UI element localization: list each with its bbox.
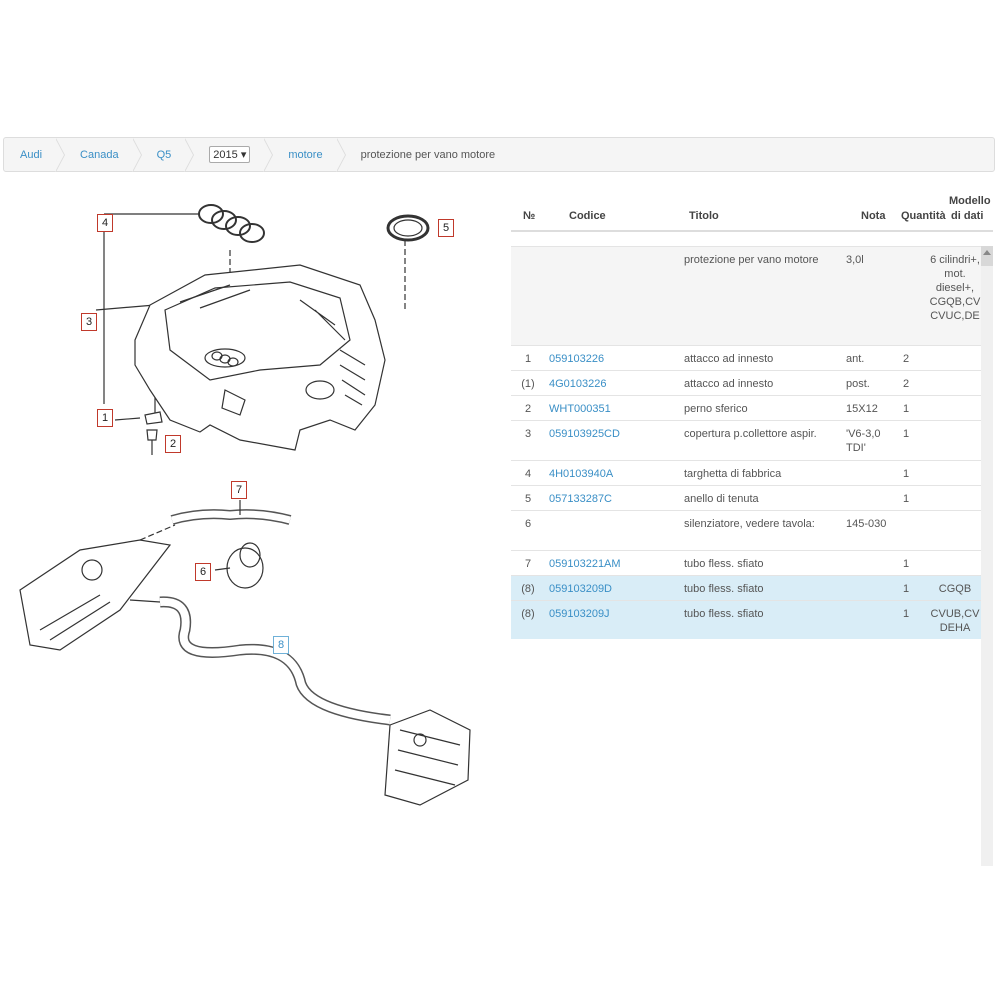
cell-no: 3	[524, 428, 532, 440]
header-code: Codice	[569, 210, 606, 222]
header-title: Titolo	[689, 210, 719, 222]
table-row[interactable]: protezione per vano motore 3,0l 6 cilind…	[511, 246, 981, 345]
table-row-selected[interactable]: (8) 059103209J tubo fless. sfiato 1 CVUB…	[511, 600, 981, 639]
engine-cover-illustration	[19, 204, 471, 806]
cell-qty: 1	[903, 608, 910, 620]
table-row[interactable]: 4 4H0103940A targhetta di fabbrica 1	[511, 460, 981, 485]
callout-3[interactable]: 3	[81, 313, 97, 331]
cell-title: targhetta di fabbrica	[684, 468, 782, 480]
scroll-up-icon[interactable]	[983, 250, 991, 255]
parts-diagram: 4 5 3 1 2 7 6 8	[0, 190, 500, 830]
cell-no: 5	[524, 493, 532, 505]
breadcrumb-market[interactable]: Canada	[64, 138, 142, 172]
cell-qty: 1	[903, 493, 910, 505]
callout-6[interactable]: 6	[195, 563, 211, 581]
cell-title: attacco ad innesto	[684, 378, 774, 390]
callout-5[interactable]: 5	[438, 219, 454, 237]
breadcrumb-current: protezione per vano motore	[360, 148, 496, 161]
cell-qty: 1	[903, 468, 910, 480]
table-row[interactable]: 5 057133287C anello di tenuta 1	[511, 485, 981, 510]
header-note: Nota	[861, 210, 886, 222]
header-qty: Quantità	[901, 210, 946, 222]
cell-note: 15X12	[846, 403, 878, 415]
cell-qty: 2	[903, 378, 910, 390]
table-scrollbar[interactable]	[981, 246, 993, 866]
cell-note: 'V6-3,0 TDI'	[846, 428, 881, 454]
cell-code[interactable]: 4G0103226	[549, 378, 607, 390]
cell-model: CGQB	[938, 583, 972, 595]
table-body: protezione per vano motore 3,0l 6 cilind…	[511, 246, 981, 639]
cell-title: tubo fless. sfiato	[684, 608, 764, 620]
cell-code[interactable]: 059103925CD	[549, 428, 620, 440]
cell-note: ant.	[846, 353, 865, 365]
breadcrumb-model[interactable]: Q5	[141, 138, 194, 172]
cell-note: 3,0l	[846, 254, 864, 266]
cell-title: protezione per vano motore	[684, 254, 819, 266]
cell-code[interactable]: 059103221AM	[549, 558, 621, 570]
header-model-line1: Modello	[949, 195, 991, 207]
cell-no: 7	[524, 558, 532, 570]
breadcrumb-section[interactable]: motore	[272, 138, 346, 172]
cell-qty: 1	[903, 428, 910, 440]
cell-no: 1	[524, 353, 532, 365]
cell-title: attacco ad innesto	[684, 353, 774, 365]
table-row[interactable]: 6 silenziatore, vedere tavola: 145-030	[511, 510, 981, 550]
cell-model: CVUB,CV DEHA	[930, 608, 980, 634]
table-header: № Codice Titolo Nota Quantità Modello di…	[511, 190, 993, 232]
cell-qty: 1	[903, 583, 910, 595]
table-row[interactable]: 2 WHT000351 perno sferico 15X12 1	[511, 395, 981, 420]
breadcrumb-year: 2015 ▾	[193, 138, 274, 172]
cell-note: post.	[846, 378, 870, 390]
callout-4[interactable]: 4	[97, 214, 113, 232]
cell-qty: 1	[903, 558, 910, 570]
cell-title: copertura p.collettore aspir.	[684, 428, 817, 440]
callout-8[interactable]: 8	[273, 636, 289, 654]
callout-2[interactable]: 2	[165, 435, 181, 453]
cell-title: silenziatore, vedere tavola:	[684, 518, 815, 530]
cell-code[interactable]: 059103209J	[549, 608, 610, 620]
cell-title: anello di tenuta	[684, 493, 759, 505]
callout-1[interactable]: 1	[97, 409, 113, 427]
cell-title: tubo fless. sfiato	[684, 558, 764, 570]
callout-7[interactable]: 7	[231, 481, 247, 499]
cell-no: (8)	[521, 608, 535, 620]
year-select[interactable]: 2015 ▾	[209, 146, 251, 163]
parts-table: № Codice Titolo Nota Quantità Modello di…	[511, 190, 993, 866]
table-row[interactable]: 7 059103221AM tubo fless. sfiato 1	[511, 550, 981, 575]
cell-title: perno sferico	[684, 403, 748, 415]
cell-note: 145-030	[846, 518, 887, 530]
table-row[interactable]: (1) 4G0103226 attacco ad innesto post. 2	[511, 370, 981, 395]
cell-code[interactable]: WHT000351	[549, 403, 611, 415]
cell-no: 6	[524, 518, 532, 530]
cell-code[interactable]: 4H0103940A	[549, 468, 614, 480]
cell-code[interactable]: 059103226	[549, 353, 605, 365]
table-row[interactable]: 3 059103925CD copertura p.collettore asp…	[511, 420, 981, 460]
cell-qty: 1	[903, 403, 910, 415]
cell-no: 2	[524, 403, 532, 415]
header-no: №	[523, 210, 536, 222]
cell-model: 6 cilindri+, mot. diesel+, CGQB,CV CVUC,…	[929, 254, 981, 322]
header-model-line2: di dati	[951, 210, 984, 222]
chevron-down-icon: ▾	[240, 149, 247, 161]
cell-no: (8)	[521, 583, 535, 595]
year-select-value: 2015	[213, 149, 238, 161]
cell-no: (1)	[521, 378, 535, 390]
cell-code[interactable]: 057133287C	[549, 493, 613, 505]
breadcrumb: Audi Canada Q5 2015 ▾ motore protezione …	[3, 137, 995, 172]
table-row-selected[interactable]: (8) 059103209D tubo fless. sfiato 1 CGQB	[511, 575, 981, 600]
scrollbar-thumb[interactable]	[981, 246, 993, 266]
cell-qty: 2	[903, 353, 910, 365]
cell-title: tubo fless. sfiato	[684, 583, 764, 595]
breadcrumb-brand[interactable]: Audi	[4, 138, 66, 172]
cell-no: 4	[524, 468, 532, 480]
cell-code[interactable]: 059103209D	[549, 583, 613, 595]
table-row[interactable]: 1 059103226 attacco ad innesto ant. 2	[511, 345, 981, 370]
